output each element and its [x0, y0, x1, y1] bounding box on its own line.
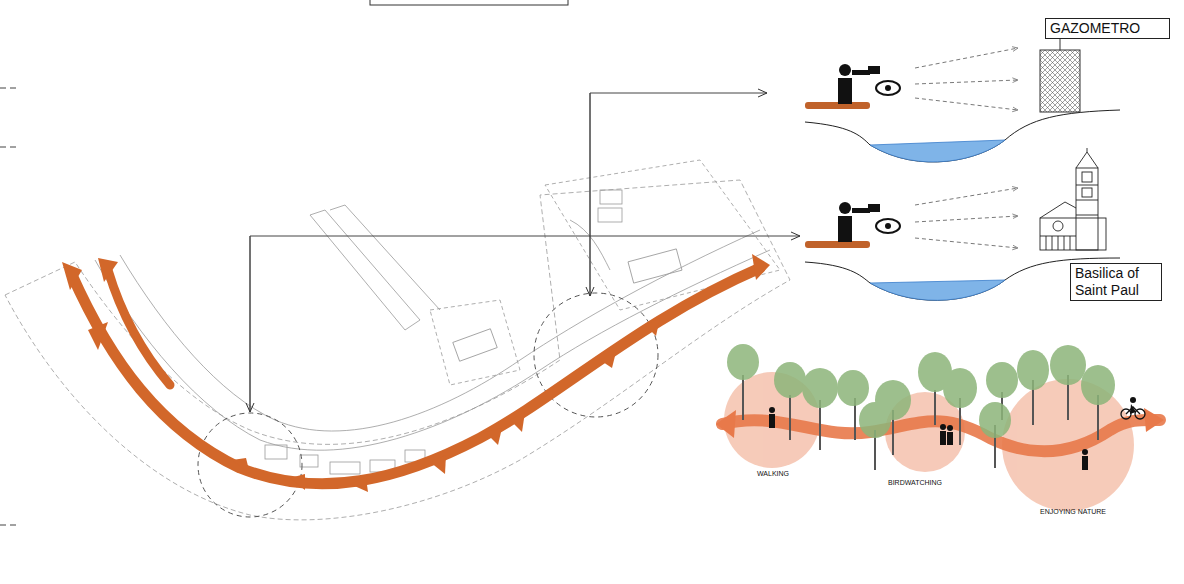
gazometro-label-box: GAZOMETRO: [1045, 18, 1170, 39]
gazometro-symbol: [1040, 50, 1080, 112]
activity-label: BIRDWATCHING: [888, 479, 942, 486]
site-plan: [5, 160, 790, 520]
basilica-label-box: Basilica of Saint Paul: [1070, 263, 1162, 301]
view-section: [805, 38, 1120, 162]
leader-line: [250, 236, 800, 412]
activity-label: WALKING: [757, 470, 789, 477]
basilica-symbol: [1040, 148, 1106, 250]
main-route: [72, 268, 760, 484]
node-text: GAZOMETRO: [1050, 20, 1140, 37]
activity-label: ENJOYING NATURE: [1040, 508, 1106, 515]
route-bumps: [62, 254, 770, 492]
node-text: Basilica of Saint Paul: [1075, 265, 1155, 299]
leader-line: [590, 93, 591, 296]
margin-ticks: [0, 88, 16, 525]
leader-line: [590, 93, 767, 296]
leader-line: [250, 236, 251, 412]
focus-circle: [198, 413, 302, 517]
empty-frame: [370, 0, 568, 5]
nature-scene: [716, 344, 1164, 511]
